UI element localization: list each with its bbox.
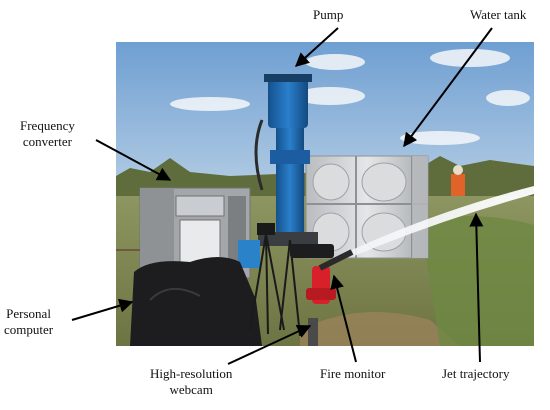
label-webcam-line1: High-resolution bbox=[150, 366, 233, 381]
label-personal-computer-line1: Personal bbox=[6, 306, 51, 321]
pump bbox=[238, 74, 318, 268]
arrow-frequency-converter bbox=[95, 139, 172, 181]
label-pump: Pump bbox=[313, 7, 344, 22]
arrow-jet-trajectory bbox=[469, 212, 484, 363]
label-personal-computer-line2: computer bbox=[4, 322, 54, 337]
arrow-fire-monitor bbox=[330, 274, 357, 363]
label-webcam: High-resolution webcam bbox=[150, 366, 232, 398]
clouds bbox=[170, 49, 530, 145]
person-orange bbox=[451, 165, 465, 196]
arrow-personal-computer bbox=[71, 298, 134, 321]
label-water-tank: Water tank bbox=[470, 7, 527, 22]
label-frequency-converter: Frequency converter bbox=[20, 118, 75, 150]
photo bbox=[116, 42, 534, 346]
label-jet-trajectory: Jet trajectory bbox=[442, 366, 510, 381]
arrow-pump bbox=[294, 27, 339, 67]
annotation-arrows bbox=[71, 27, 493, 365]
arrow-webcam bbox=[227, 324, 312, 365]
label-fire-monitor: Fire monitor bbox=[320, 366, 386, 381]
dirt-patch bbox=[300, 312, 460, 346]
fire-monitor bbox=[290, 244, 354, 346]
label-frequency-converter-line1: Frequency bbox=[20, 118, 75, 133]
computer-cover bbox=[130, 257, 262, 346]
arrow-water-tank bbox=[403, 27, 493, 148]
water-tank bbox=[305, 155, 429, 259]
label-frequency-converter-line2: converter bbox=[22, 134, 72, 149]
water-jet bbox=[352, 186, 534, 256]
label-webcam-line2: webcam bbox=[169, 382, 213, 397]
label-personal-computer: Personal computer bbox=[4, 306, 53, 338]
